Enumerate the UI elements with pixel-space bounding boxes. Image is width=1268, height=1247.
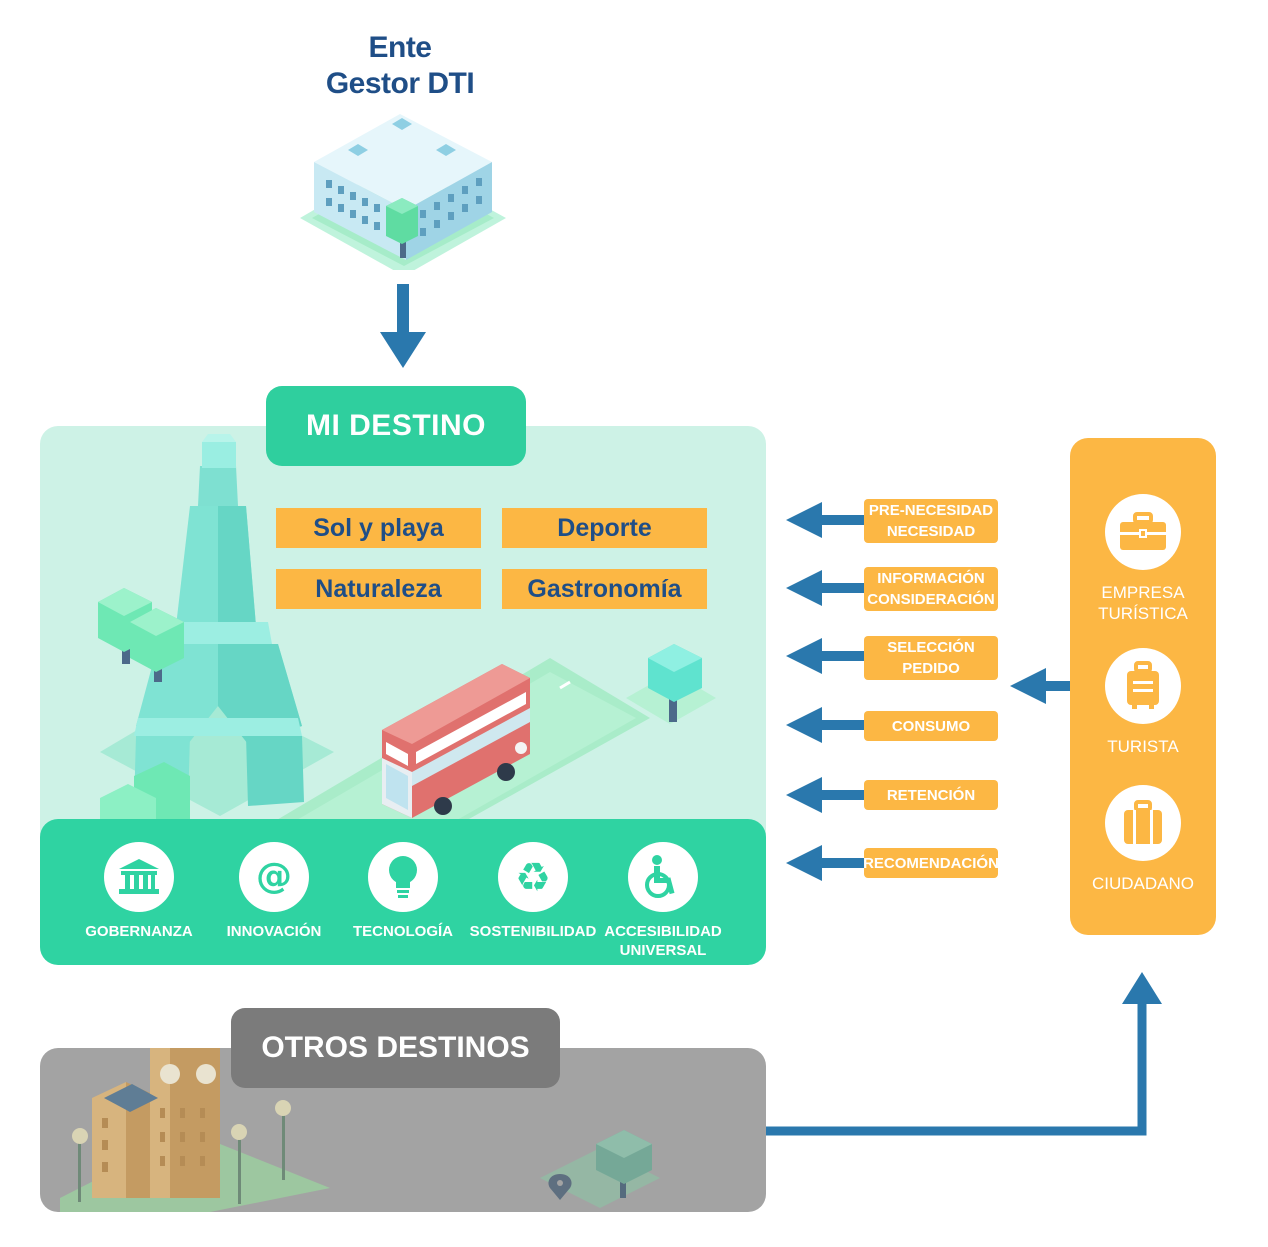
luggage-icon [1105,785,1181,861]
pillar-accesibilidad-universal: ACCESIBILIDAD UNIVERSAL [598,842,728,960]
stage-retencion: RETENCIÓN [864,780,998,810]
pillar-label: ACCESIBILIDAD UNIVERSAL [598,922,728,960]
header-title-line1: Ente [368,31,432,64]
stage-line2: NECESIDAD [886,523,976,540]
pillar-label: SOSTENIBILIDAD [469,923,597,940]
stage-line2: PEDIDO [902,660,960,677]
otros-destinos-title: OTROS DESTINOS [231,1008,560,1088]
otros-destinos-illustration [60,1048,660,1212]
otros-destinos-panel [40,1048,766,1212]
actors-arrow [1010,668,1072,704]
header-title: Ente Gestor DTI [280,30,520,102]
stage-line1: SELECCIÓN [887,639,975,656]
header-title-line2: Gestor DTI [325,67,475,100]
stage-consumo: CONSUMO [864,711,998,741]
wheelchair-icon [628,842,698,912]
stage-line1: PRE-NECESIDAD [868,502,994,519]
pillar-tecnologia: TECNOLOGÍA [338,842,468,941]
pillar-label: TECNOLOGÍA [353,923,453,940]
stage-pre-necesidad: PRE-NECESIDAD NECESIDAD [864,499,998,543]
actor-ciudadano: CIUDADANO [1070,785,1216,894]
office-building-illustration [300,114,506,270]
pillar-label-line1: ACCESIBILIDAD [604,923,722,940]
pillar-label-line2: UNIVERSAL [619,942,707,959]
recycle-icon: ♻ [498,842,568,912]
otros-to-actors-arrow [766,972,1162,1136]
suitcase-icon [1105,648,1181,724]
pillar-label: GOBERNANZA [85,923,193,940]
government-building-icon [104,842,174,912]
stage-arrows [786,502,870,881]
stage-recomendacion: RECOMENDACIÓN [863,848,999,878]
actor-label-line2: TURÍSTICA [1098,604,1188,623]
at-sign-icon: @ [239,842,309,912]
pillar-innovacion: @ INNOVACIÓN [209,842,339,941]
actor-label-line1: EMPRESA [1101,583,1185,602]
pillar-label: INNOVACIÓN [226,923,322,940]
actor-empresa-turistica: EMPRESA TURÍSTICA [1070,494,1216,624]
actor-label-line1: TURISTA [1107,737,1179,756]
down-arrow [380,284,426,368]
stage-seleccion: SELECCIÓN PEDIDO [864,636,998,680]
destination-illustration [98,434,716,824]
svg-text:♻: ♻ [515,855,551,901]
actor-turista: TURISTA [1070,648,1216,757]
briefcase-icon [1105,494,1181,570]
segment-deporte: Deporte [502,508,707,548]
actor-label-line1: CIUDADANO [1091,874,1194,893]
stage-line2: CONSIDERACIÓN [867,591,995,608]
pillar-sostenibilidad: ♻ SOSTENIBILIDAD [468,842,598,941]
segment-naturaleza: Naturaleza [276,569,481,609]
mi-destino-title: MI DESTINO [266,386,526,466]
lightbulb-icon [368,842,438,912]
segment-sol-y-playa: Sol y playa [276,508,481,548]
segment-gastronomia: Gastronomía [502,569,707,609]
stage-line1: INFORMACIÓN [877,570,985,587]
svg-text:@: @ [256,856,292,897]
stage-informacion: INFORMACIÓN CONSIDERACIÓN [864,567,998,611]
pillar-gobernanza: GOBERNANZA [74,842,204,941]
